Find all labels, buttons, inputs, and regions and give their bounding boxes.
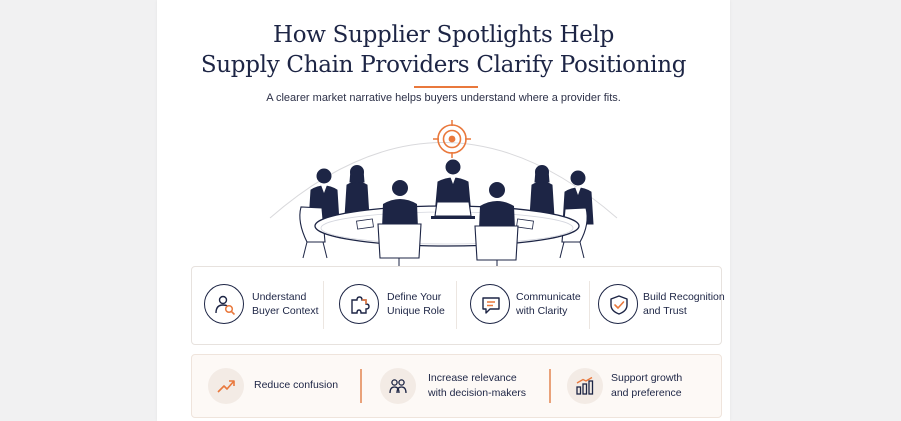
- outcome-item: Reduce confusion: [208, 355, 358, 417]
- title-accent-rule: [414, 86, 478, 88]
- outcome-icon-circle: [380, 368, 416, 404]
- benefit-label: Build Recognition and Trust: [643, 291, 725, 317]
- benefit-icon-circle: [339, 284, 379, 324]
- outcome-label: Increase relevance with decision-makers: [428, 372, 527, 399]
- benefit-label: Understand Buyer Context: [252, 291, 319, 317]
- outcomes-panel: Reduce confusion Increase relevance with…: [191, 354, 722, 418]
- bar-growth-icon: [576, 376, 594, 395]
- divider: [323, 281, 324, 329]
- title-line-1: How Supplier Spotlights Help: [272, 22, 615, 48]
- benefit-label: Communicate with Clarity: [516, 291, 581, 317]
- outcome-icon-circle: [567, 368, 603, 404]
- divider: [589, 281, 590, 329]
- infographic-card: How Supplier Spotlights Help Supply Chai…: [157, 0, 730, 421]
- laptop-icon: [431, 201, 475, 219]
- benefit-item: Build Recognition and Trust: [598, 267, 725, 344]
- benefit-item: Understand Buyer Context: [204, 267, 324, 344]
- benefit-icon-circle: [598, 284, 638, 324]
- target-icon: [433, 120, 471, 158]
- people-group-icon: [389, 379, 407, 394]
- outcome-item: Increase relevance with decision-makers: [380, 355, 550, 417]
- benefit-label: Define Your Unique Role: [387, 291, 445, 317]
- puzzle-piece-icon: [351, 296, 370, 314]
- subtitle: A clearer market narrative helps buyers …: [266, 92, 621, 104]
- benefits-panel: Understand Buyer Context Define Your Uni…: [191, 266, 725, 345]
- speech-bubble-icon: [482, 297, 500, 314]
- title-line-2: Supply Chain Providers Clarify Positioni…: [200, 52, 687, 78]
- benefit-icon-circle: [470, 284, 510, 324]
- trend-up-icon: [217, 380, 235, 393]
- meeting-illustration: [269, 120, 618, 269]
- divider: [456, 281, 457, 329]
- divider: [549, 369, 551, 403]
- shield-check-icon: [610, 295, 628, 315]
- outcome-item: Support growth and preference: [567, 355, 717, 417]
- benefit-item: Define Your Unique Role: [339, 267, 459, 344]
- benefit-item: Communicate with Clarity: [470, 267, 590, 344]
- benefit-icon-circle: [204, 284, 244, 324]
- outcome-label: Support growth and preference: [611, 372, 683, 399]
- divider: [360, 369, 362, 403]
- page-title: How Supplier Spotlights Help Supply Chai…: [157, 20, 730, 80]
- outcome-icon-circle: [208, 368, 244, 404]
- outcome-label: Reduce confusion: [254, 379, 339, 391]
- user-search-icon: [215, 295, 236, 316]
